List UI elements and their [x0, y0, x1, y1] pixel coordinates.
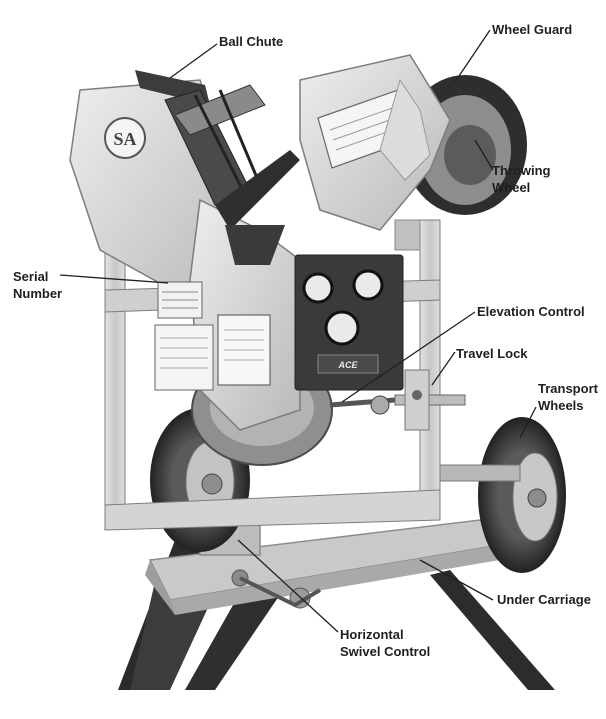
label-horizontal-swivel-control-line2: Swivel Control [340, 644, 431, 659]
label-wheel-guard: Wheel Guard [492, 22, 573, 37]
label-horizontal-swivel-control-line1: Horizontal [340, 627, 404, 642]
label-horizontal-swivel-control: Horizontal Swivel Control [340, 626, 430, 660]
elevation-control [329, 394, 466, 415]
label-elevation-control: Elevation Control [477, 304, 585, 319]
leader-throwing-wheel [474, 139, 494, 171]
label-throwing-wheel-line2: Wheel [492, 180, 531, 195]
leader-ball-chute [169, 43, 218, 79]
serial-number-plate [154, 281, 214, 391]
label-serial-number-line1: Serial [13, 269, 49, 284]
label-serial-number-line2: Number [13, 286, 63, 301]
label-serial-number: Serial Number [13, 268, 62, 302]
ball-chute [135, 70, 300, 265]
label-travel-lock: Travel Lock [456, 346, 528, 361]
label-throwing-wheel: Throwing Wheel [492, 162, 551, 196]
control-panel: ACE [294, 254, 404, 391]
label-transport-wheels: Transport Wheels [538, 380, 598, 414]
right-transport-wheel [439, 417, 566, 573]
label-transport-wheels-line2: Wheels [538, 398, 584, 413]
elevation-knob-right [352, 269, 384, 301]
leader-horizontal-swivel-control [237, 539, 339, 633]
label-throwing-wheel-line1: Throwing [492, 163, 551, 178]
sa-logo-text: SA [113, 129, 136, 149]
leader-wheel-guard [454, 29, 491, 83]
sa-logo-badge [104, 117, 146, 159]
leader-elevation-control [341, 311, 476, 403]
control-panel-brand: ACE [337, 360, 358, 370]
leader-serial-number [59, 274, 169, 284]
wheel-guard [299, 54, 451, 231]
label-ball-chute: Ball Chute [219, 34, 284, 49]
elevation-knob-left [302, 272, 334, 304]
leader-transport-wheels [519, 406, 537, 439]
leader-under-carriage [419, 559, 494, 601]
under-carriage [145, 519, 502, 615]
travel-lock [404, 369, 430, 431]
leader-lines [59, 29, 537, 633]
label-under-carriage: Under Carriage [497, 592, 591, 607]
speed-knob [324, 310, 360, 346]
label-transport-wheels-line1: Transport [538, 381, 598, 396]
leader-travel-lock [431, 351, 456, 386]
